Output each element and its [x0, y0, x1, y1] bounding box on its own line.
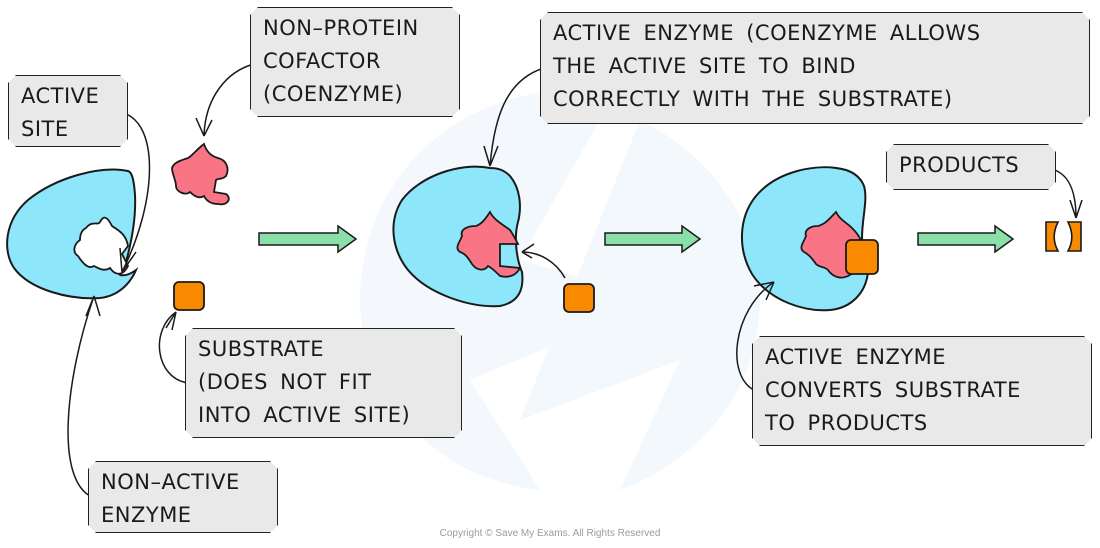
label-converts: ACTIVE ENZYME CONVERTS SUBSTRATE TO PROD… — [752, 336, 1092, 446]
pointer-active-site — [119, 111, 151, 273]
label-line: COFACTOR — [263, 49, 381, 73]
reaction-arrow-1 — [258, 224, 358, 254]
pointer-non-active-enzyme — [67, 295, 101, 498]
label-line: THE ACTIVE SITE TO BIND — [553, 54, 856, 78]
label-line: NON–ACTIVE — [101, 470, 240, 494]
label-active-enzyme: ACTIVE ENZYME (COENZYME ALLOWS THE ACTIV… — [540, 12, 1090, 124]
substrate-shape — [173, 281, 205, 311]
reaction-arrow-2 — [604, 224, 702, 254]
enzyme-with-coenzyme-shape — [392, 165, 524, 308]
reaction-arrow-3 — [917, 224, 1015, 254]
label-cofactor: NON–PROTEIN COFACTOR (COENZYME) — [250, 7, 460, 117]
label-substrate: SUBSTRATE (DOES NOT FIT INTO ACTIVE SITE… — [185, 328, 462, 438]
pointer-active-enzyme — [483, 67, 545, 167]
substrate-bound-shape — [845, 239, 879, 275]
pointer-converts — [736, 281, 775, 392]
label-line: ENZYME — [101, 503, 192, 527]
label-line: ACTIVE ENZYME — [765, 345, 947, 369]
label-line: INTO ACTIVE SITE) — [198, 403, 411, 427]
label-line: SITE — [21, 117, 69, 141]
label-line: ACTIVE ENZYME (COENZYME ALLOWS — [553, 21, 981, 45]
label-non-active-enzyme: NON–ACTIVE ENZYME — [88, 461, 278, 533]
product-right-shape — [1066, 221, 1082, 252]
coenzyme-bound-shape — [456, 210, 522, 278]
label-line: SUBSTRATE — [198, 337, 324, 361]
copyright-notice: Copyright © Save My Exams. All Rights Re… — [439, 528, 661, 539]
label-active-site: ACTIVE SITE — [8, 75, 128, 147]
product-left-shape — [1045, 221, 1060, 252]
label-line: CORRECTLY WITH THE SUBSTRATE) — [553, 87, 953, 111]
label-line: (DOES NOT FIT — [198, 370, 372, 394]
substrate-approaching-shape — [563, 283, 595, 313]
active-site-cavity — [73, 216, 130, 275]
label-line: (COENZYME) — [263, 82, 404, 106]
coenzyme-shape — [171, 142, 230, 206]
substrate-binding-arrow — [521, 243, 566, 279]
pointer-cofactor — [195, 62, 259, 137]
label-products: PRODUCTS — [886, 144, 1056, 190]
pointer-substrate — [158, 311, 189, 384]
label-line: ACTIVE — [21, 84, 100, 108]
label-line: PRODUCTS — [899, 153, 1020, 177]
label-line: CONVERTS SUBSTRATE — [765, 378, 1021, 402]
label-line: NON–PROTEIN — [263, 16, 419, 40]
label-line: TO PRODUCTS — [765, 411, 928, 435]
